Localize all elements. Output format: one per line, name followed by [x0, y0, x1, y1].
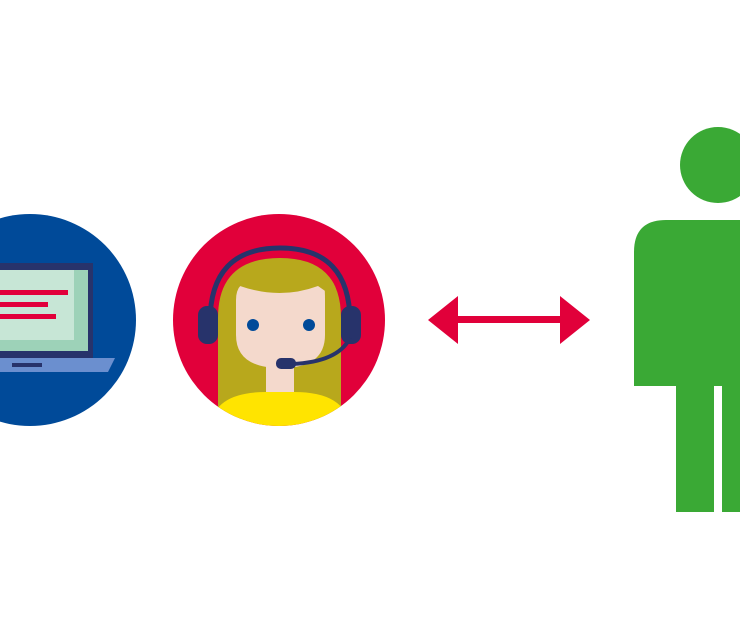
- laptop-icon: [0, 214, 136, 426]
- arrow-head-left: [428, 296, 458, 344]
- laptop-trackpad: [12, 363, 42, 367]
- arrow-head-right: [560, 296, 590, 344]
- agent-eye-left: [247, 319, 259, 331]
- laptop-text-line: [0, 314, 56, 319]
- headset-ear-left: [198, 306, 218, 344]
- headset-band: [207, 245, 353, 323]
- agent-bangs: [222, 262, 338, 305]
- agent-face: [236, 280, 325, 368]
- arrow-shaft: [448, 316, 570, 323]
- person-icon: [634, 127, 740, 512]
- laptop-text-line: [0, 302, 48, 307]
- double-arrow-icon: [428, 296, 590, 344]
- laptop-base: [0, 358, 115, 372]
- person-head: [680, 127, 740, 203]
- support-agent-icon: [173, 214, 385, 426]
- agent-eye-right: [303, 319, 315, 331]
- person-leg-right: [722, 386, 740, 512]
- person-leg-left: [676, 386, 714, 512]
- headset-mic: [276, 358, 296, 369]
- headset-ear-right: [341, 306, 361, 344]
- person-body: [634, 220, 740, 386]
- headset-mic-boom: [291, 337, 352, 366]
- laptop-text-line: [0, 290, 68, 295]
